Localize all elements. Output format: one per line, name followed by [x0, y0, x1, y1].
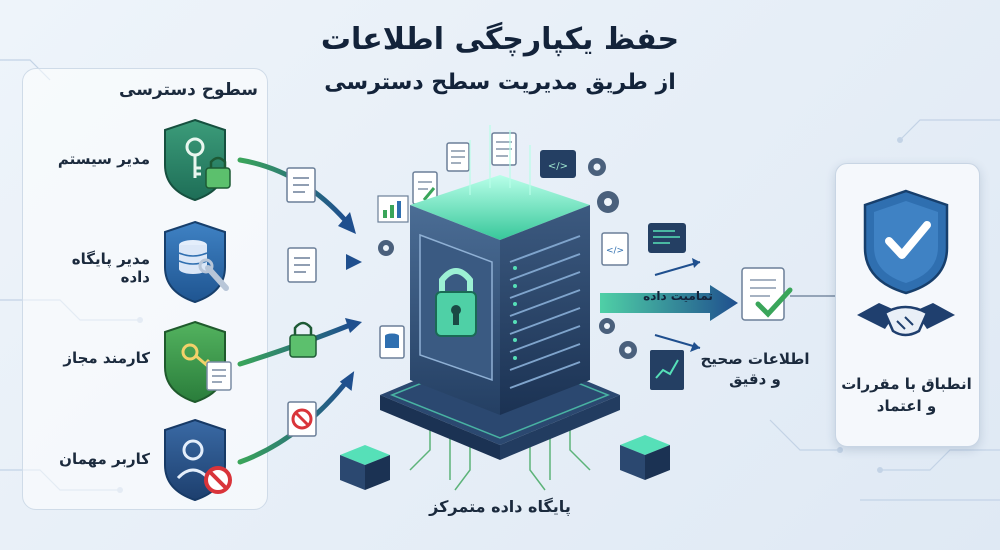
- svg-text:</>: </>: [548, 161, 568, 172]
- page-subtitle: از طریق مدیریت سطح دسترسی: [324, 70, 676, 95]
- floating-document-icon: [491, 132, 517, 166]
- document-icon: [287, 247, 317, 283]
- small-server-node-right: [620, 435, 670, 480]
- padlock-icon: [435, 268, 477, 337]
- handshake-icon: [857, 303, 955, 337]
- data-integrity-arrow: [600, 285, 738, 321]
- code-document-icon: </>: [601, 232, 629, 266]
- small-server-node-left: [340, 445, 390, 490]
- compliance-label: انطباق با مقررات و اعتماد: [841, 375, 972, 415]
- gear-icon: [378, 158, 637, 359]
- floating-document-icon: [446, 142, 470, 172]
- svg-text:</>: </>: [606, 246, 624, 256]
- chart-document-icon: [650, 350, 684, 390]
- terminal-window-icon: [648, 223, 686, 253]
- code-window-icon: </>: [540, 150, 576, 178]
- shield-database-wrench-icon: [164, 220, 229, 304]
- blocked-document-icon: [287, 401, 317, 437]
- shield-user-blocked-icon: [164, 418, 232, 502]
- role-label-authorized-employee: کارمند مجاز: [63, 349, 150, 367]
- role-label-db-admin: مدیر پایگاه داده: [71, 250, 150, 286]
- shield-key-document-icon: [164, 320, 232, 404]
- role-label-system-admin: مدیر سیستم: [57, 150, 150, 168]
- bar-chart-icon: [377, 195, 409, 223]
- accurate-data-label: اطلاعات صحیح و دقیق: [700, 350, 810, 388]
- access-levels-title: سطوح دسترسی: [119, 80, 258, 100]
- document-icon: [286, 167, 316, 203]
- verified-document-icon: [741, 267, 793, 321]
- role-label-guest-user: کاربر مهمان: [59, 450, 150, 468]
- database-document-icon: [379, 325, 405, 359]
- lock-icon: [289, 321, 317, 358]
- central-database-caption: پایگاه داده متمرکز: [429, 497, 571, 516]
- shield-check-icon: [863, 189, 949, 295]
- compliance-graphics: [857, 189, 955, 337]
- shield-key-lock-icon: [164, 118, 231, 202]
- data-integrity-label: تمامیت داده: [643, 289, 713, 303]
- page-title: حفظ یکپارچگی اطلاعات: [320, 22, 680, 57]
